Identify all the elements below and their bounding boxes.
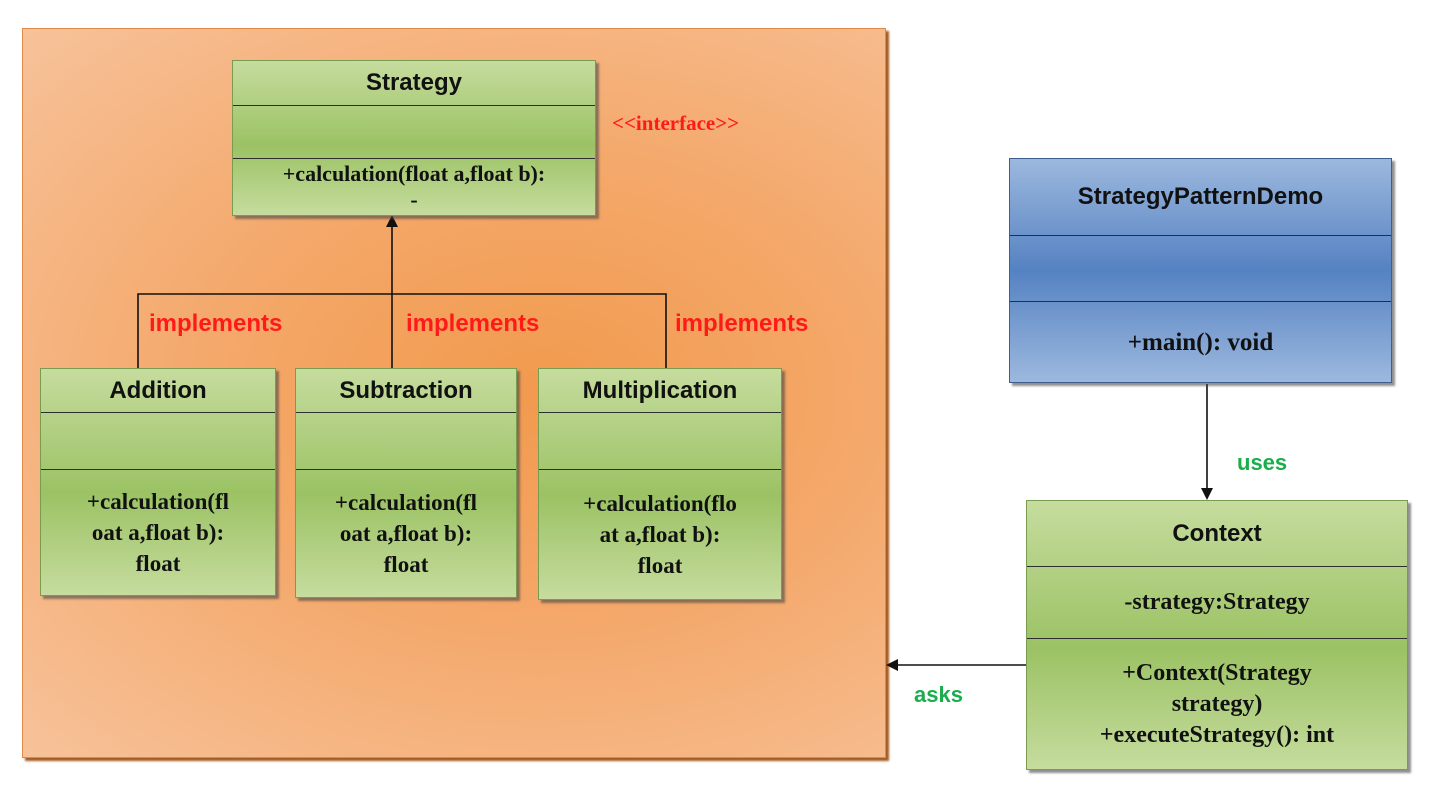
- demo-attributes: [1010, 235, 1391, 301]
- multiplication-attributes: [539, 412, 781, 469]
- strategy-class: Strategy +calculation(float a,float b): …: [232, 60, 596, 216]
- context-operations: +Context(Strategy strategy) +executeStra…: [1027, 638, 1407, 769]
- subtraction-class-name: Subtraction: [339, 376, 473, 404]
- uses-label: uses: [1237, 450, 1288, 475]
- addition-class: Addition +calculation(fl oat a,float b):…: [40, 368, 276, 596]
- subtraction-class: Subtraction +calculation(fl oat a,float …: [295, 368, 517, 598]
- demo-operations: +main(): void: [1010, 301, 1391, 382]
- multiplication-class-name: Multiplication: [582, 376, 738, 404]
- strategy-pattern-demo-class: StrategyPatternDemo +main(): void: [1009, 158, 1392, 383]
- implements-label-subtraction: implements: [406, 310, 540, 337]
- context-attributes: -strategy:Strategy: [1027, 566, 1407, 638]
- implements-connector: [137, 293, 667, 368]
- addition-operations: +calculation(fl oat a,float b): float: [41, 469, 275, 595]
- strategy-class-name: Strategy: [365, 69, 463, 96]
- multiplication-class: Multiplication +calculation(flo at a,flo…: [538, 368, 782, 600]
- demo-class-name: StrategyPatternDemo: [1077, 183, 1324, 210]
- implements-label-multiplication: implements: [675, 310, 809, 337]
- subtraction-operations: +calculation(fl oat a,float b): float: [296, 469, 516, 597]
- multiplication-operations: +calculation(flo at a,float b): float: [539, 469, 781, 599]
- strategy-stereotype: <<interface>>: [612, 111, 740, 135]
- strategy-operations: +calculation(float a,float b): -: [233, 158, 595, 215]
- addition-class-name: Addition: [109, 376, 207, 404]
- implements-label-addition: implements: [149, 310, 283, 337]
- context-class-name: Context: [1172, 519, 1262, 547]
- context-class: Context -strategy:Strategy +Context(Stra…: [1026, 500, 1408, 770]
- subtraction-attributes: [296, 412, 516, 469]
- addition-attributes: [41, 412, 275, 469]
- strategy-attributes: [233, 105, 595, 158]
- asks-label: asks: [914, 682, 963, 707]
